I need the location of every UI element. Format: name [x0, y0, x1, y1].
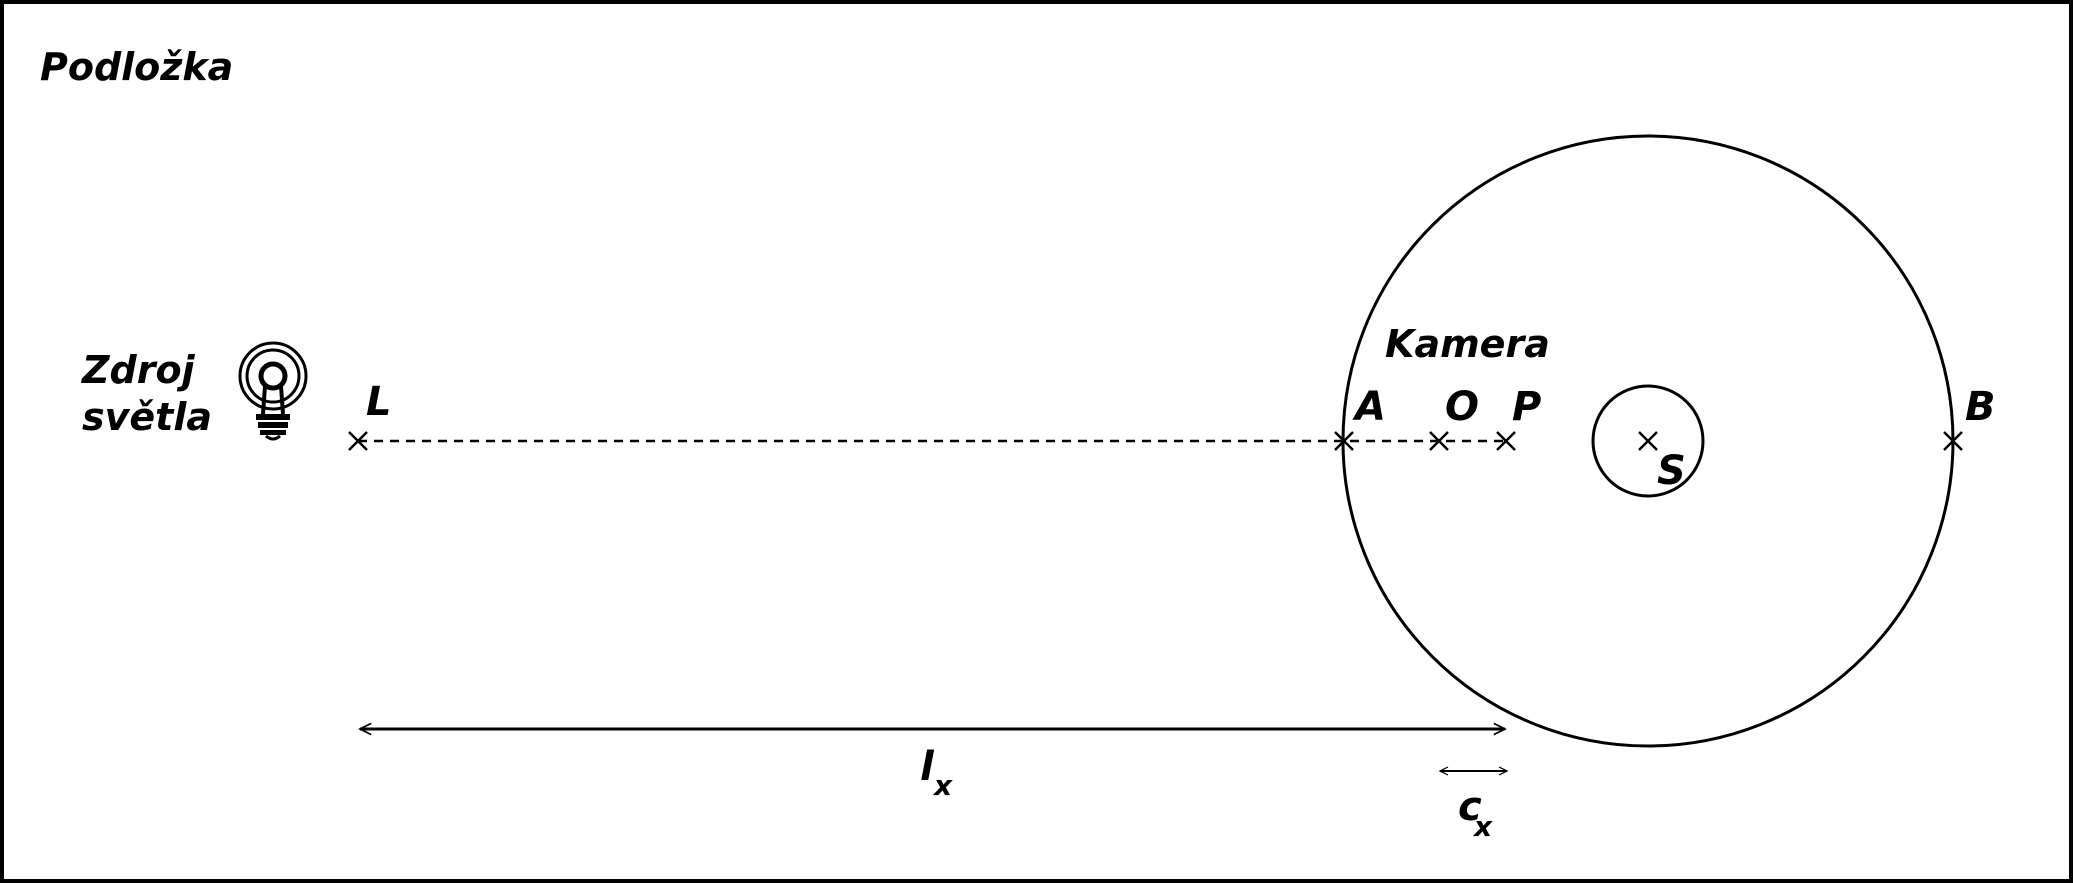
light-bulb-icon	[238, 341, 308, 441]
point-label-B: B	[1965, 384, 1996, 430]
lx-subscript: x	[932, 769, 953, 802]
point-marker-P	[1496, 431, 1516, 451]
point-label-S: S	[1657, 448, 1686, 494]
lx-label: l	[920, 744, 935, 790]
point-label-O: O	[1445, 384, 1479, 430]
point-label-L: L	[366, 379, 392, 425]
source-label-line1: Zdroj	[81, 348, 196, 392]
center-circle	[1591, 384, 1705, 498]
point-marker-A	[1334, 431, 1354, 451]
substrate-label: Podložka	[40, 45, 233, 89]
point-marker-O	[1429, 431, 1449, 451]
point-marker-B	[1943, 431, 1963, 451]
cx-subscript: x	[1472, 810, 1493, 843]
cx-label: c	[1458, 784, 1482, 830]
point-label-P: P	[1512, 384, 1541, 430]
point-marker-S	[1638, 431, 1658, 451]
camera-label: Kamera	[1385, 322, 1550, 366]
point-label-A: A	[1352, 384, 1386, 430]
source-label-line2: světla	[82, 395, 212, 439]
point-marker-L	[348, 431, 368, 451]
